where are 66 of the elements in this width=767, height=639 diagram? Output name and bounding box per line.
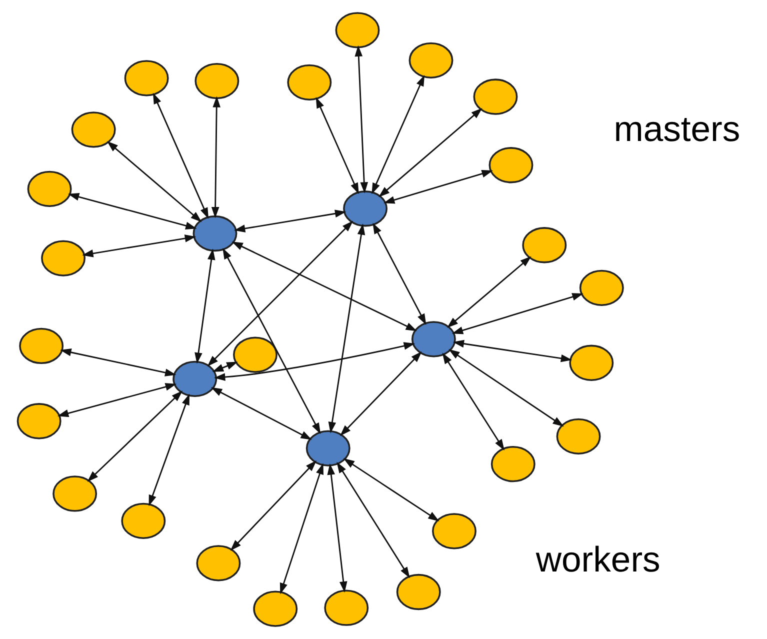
node-circle bbox=[121, 502, 166, 540]
node-circle bbox=[194, 62, 240, 100]
node-circle bbox=[172, 360, 218, 397]
node-circle bbox=[287, 64, 332, 101]
node-circle bbox=[324, 590, 369, 626]
arrow bbox=[57, 383, 177, 418]
node-circle bbox=[522, 227, 567, 264]
arrow bbox=[328, 224, 366, 434]
node-circle bbox=[473, 78, 518, 115]
arrow bbox=[354, 45, 368, 194]
node-circle bbox=[408, 42, 454, 78]
arrow bbox=[336, 462, 410, 578]
arrow bbox=[210, 387, 312, 440]
node-circle bbox=[16, 403, 62, 440]
arrow bbox=[452, 293, 584, 334]
arrow bbox=[194, 248, 216, 364]
arrow bbox=[372, 74, 425, 194]
arrow bbox=[82, 234, 196, 258]
node-circle bbox=[306, 430, 350, 466]
arrow bbox=[152, 92, 209, 219]
node-circle bbox=[124, 60, 169, 96]
arrow bbox=[442, 352, 504, 450]
node-circle bbox=[432, 513, 476, 550]
node-circle bbox=[41, 240, 86, 276]
arrow bbox=[212, 362, 238, 372]
arrow bbox=[452, 340, 572, 362]
arrow bbox=[327, 464, 348, 593]
arrow bbox=[87, 390, 183, 482]
arrow bbox=[211, 96, 220, 218]
arrow bbox=[60, 348, 176, 376]
arrow bbox=[372, 222, 426, 325]
node-circle bbox=[556, 418, 601, 455]
node-circle bbox=[192, 215, 238, 252]
arrow bbox=[340, 351, 422, 436]
node-circle bbox=[52, 476, 98, 512]
arrow bbox=[378, 108, 482, 198]
arrow bbox=[446, 256, 532, 328]
arrow bbox=[448, 349, 564, 427]
arrow bbox=[230, 460, 317, 551]
node-circle bbox=[233, 336, 278, 373]
arrow bbox=[207, 220, 354, 366]
arrow bbox=[234, 210, 346, 232]
node-circle bbox=[196, 545, 241, 582]
arrow bbox=[232, 242, 418, 332]
arrow bbox=[280, 463, 324, 594]
node-circle bbox=[411, 321, 456, 358]
node-circle bbox=[396, 574, 441, 610]
arrow bbox=[106, 141, 202, 222]
node-circle bbox=[488, 147, 534, 184]
label: masters bbox=[614, 109, 740, 150]
node-circle bbox=[490, 446, 536, 482]
arrow bbox=[68, 193, 197, 230]
node-circle bbox=[579, 270, 624, 306]
node-circle bbox=[343, 190, 388, 227]
arrow bbox=[148, 394, 190, 506]
node-circle bbox=[19, 328, 64, 364]
node-circle bbox=[71, 112, 116, 148]
arrow bbox=[343, 458, 440, 522]
arrow bbox=[383, 170, 493, 204]
arrow bbox=[316, 96, 359, 194]
node-circle bbox=[335, 12, 380, 48]
node-circle bbox=[569, 344, 614, 381]
arrow bbox=[214, 342, 416, 381]
node-circle bbox=[253, 590, 298, 627]
node-circle bbox=[27, 170, 72, 208]
label: workers bbox=[536, 539, 660, 580]
